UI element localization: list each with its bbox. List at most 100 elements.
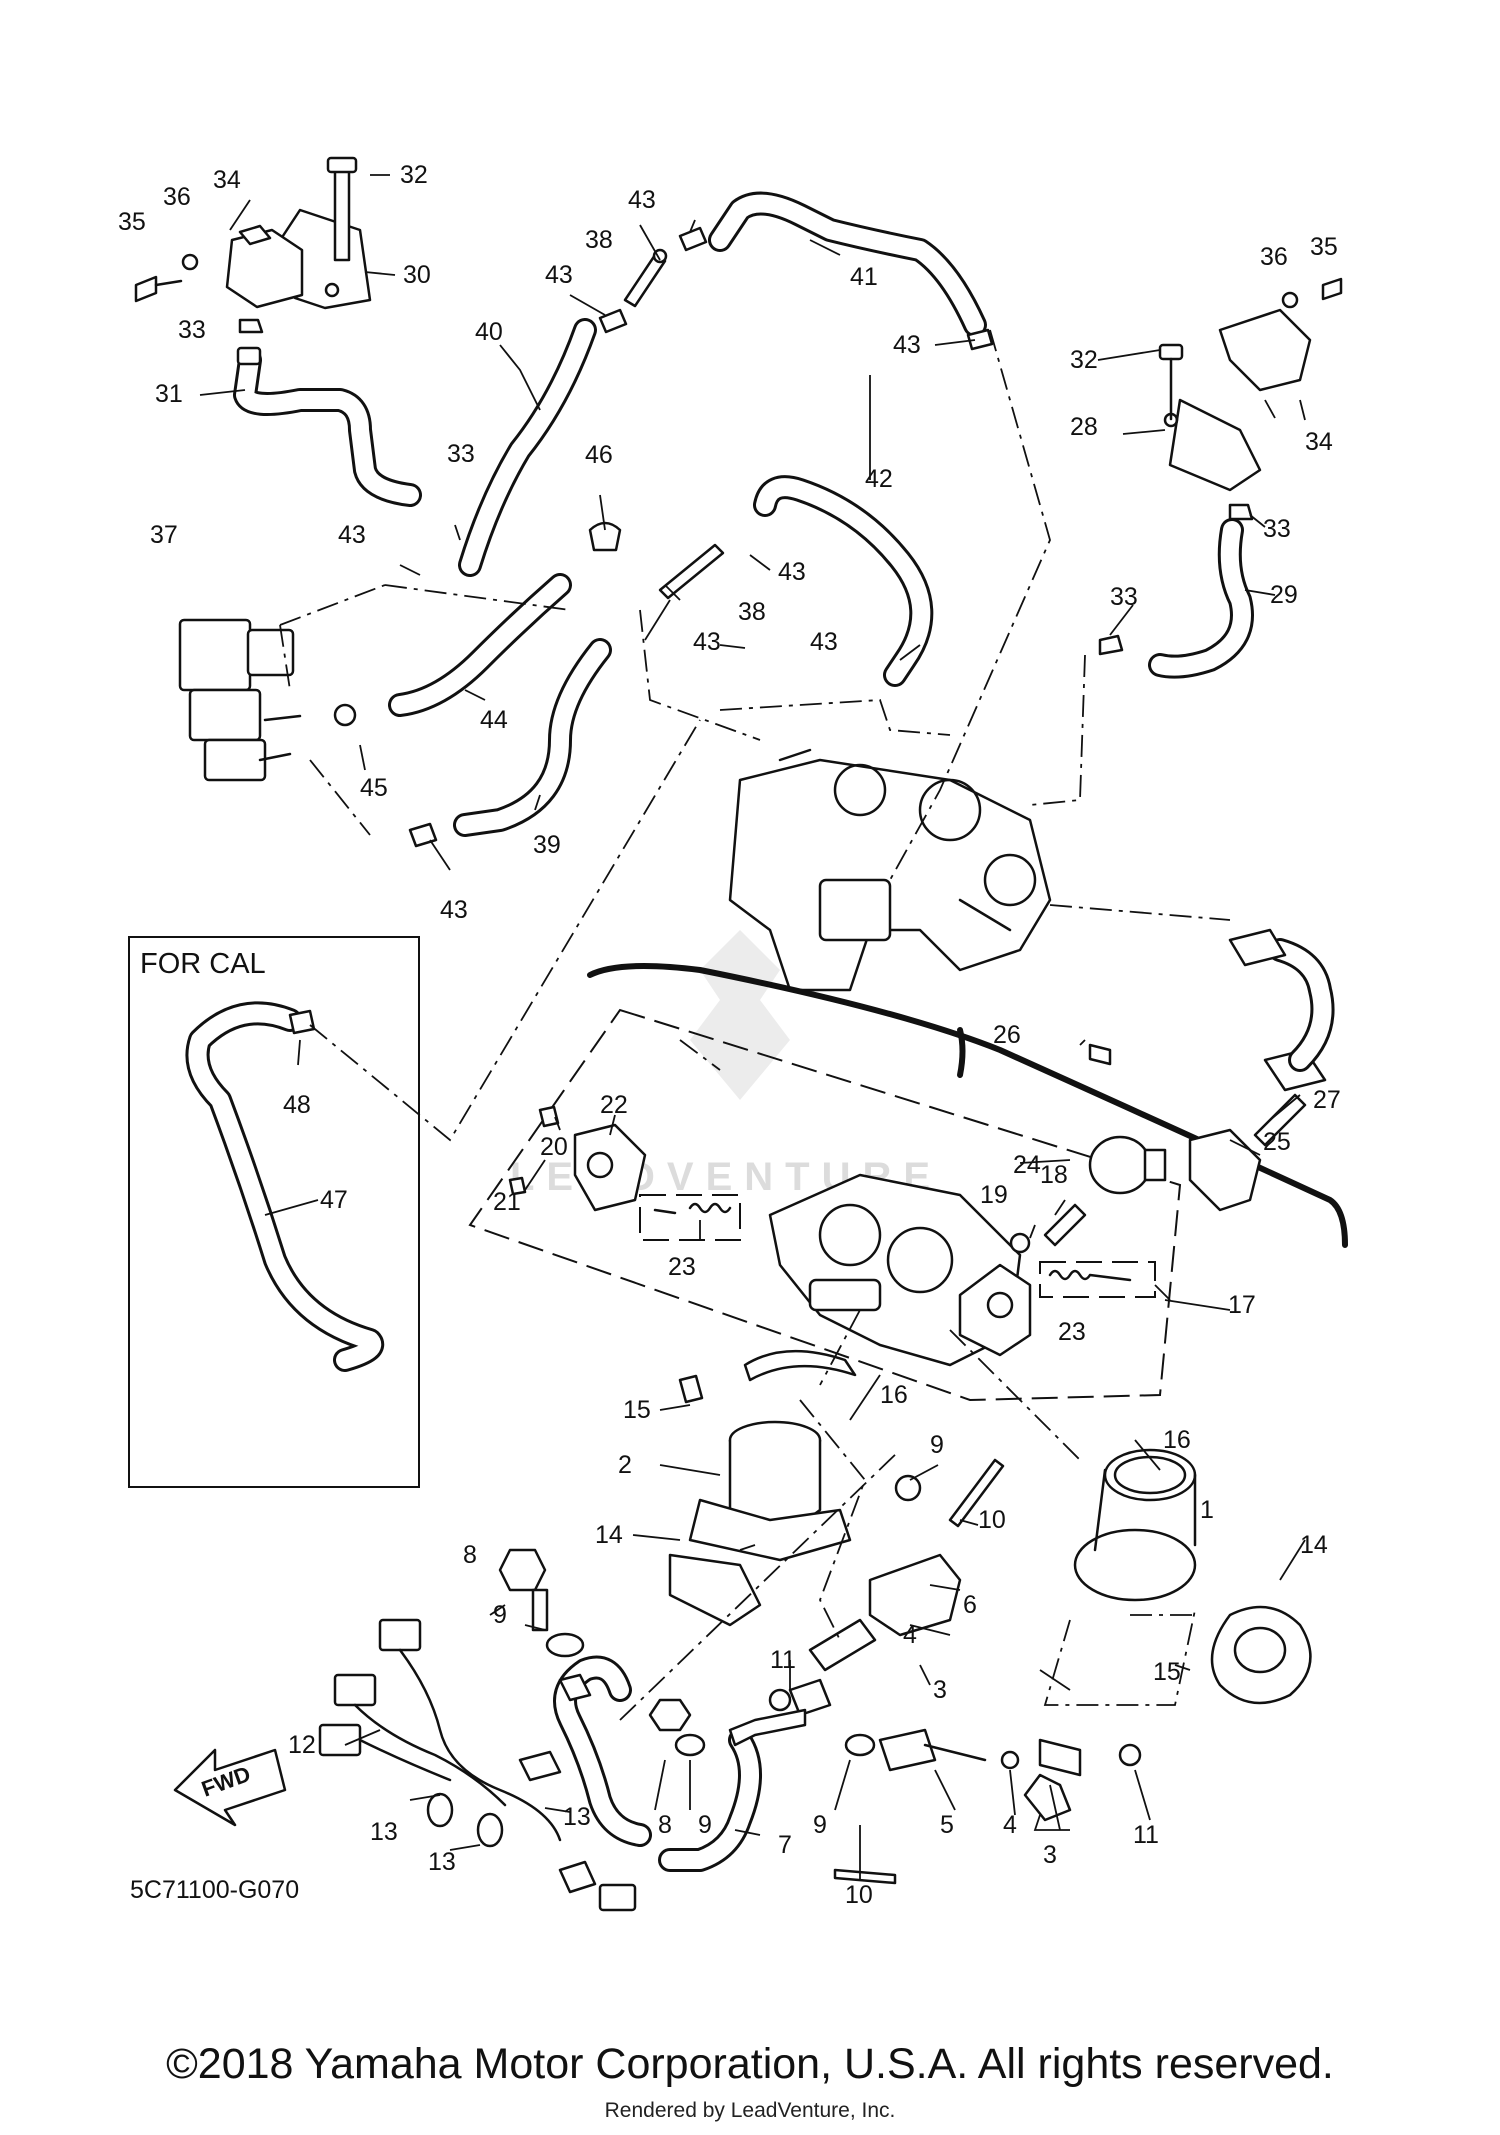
callout-23a: 23: [668, 1253, 696, 1281]
reference-lines: [279, 329, 1231, 1721]
callout-45: 45: [360, 774, 388, 802]
callout-21: 21: [493, 1188, 521, 1216]
assembly-bracket-tick: [957, 1027, 966, 1078]
fuel-hose-7: [498, 1548, 876, 1872]
hose-31: [233, 346, 422, 507]
callout-36: 36: [163, 183, 191, 211]
callout-19: 19: [980, 1181, 1008, 1209]
callout-16a: 16: [880, 1381, 908, 1409]
hose-47: [185, 1001, 385, 1372]
callout-2: 2: [618, 1451, 632, 1479]
callout-1: 1: [1200, 1496, 1214, 1524]
callout-7: 7: [778, 1831, 792, 1859]
throttle-body-upper: [728, 748, 1052, 992]
callout-35r: 35: [1310, 233, 1338, 261]
sensor-bracket-left: [134, 156, 372, 310]
callout-9a: 9: [930, 1431, 944, 1459]
callout-25: 25: [1263, 1128, 1291, 1156]
sub-outline-23-left: [639, 1194, 741, 1241]
assembly-outline-17: [468, 1008, 1182, 1402]
sub-outline-23-right: [1039, 1261, 1156, 1298]
hose-41: [708, 191, 987, 337]
callout-4b: 4: [1003, 1811, 1017, 1839]
callout-26: 26: [993, 1021, 1021, 1049]
callout-27: 27: [1313, 1086, 1341, 1114]
callout-29: 29: [1270, 581, 1298, 609]
callout-14a: 14: [595, 1521, 623, 1549]
callout-43c: 43: [893, 331, 921, 359]
callout-40: 40: [475, 318, 503, 346]
callout-38b: 38: [738, 598, 766, 626]
callout-24: 24: [1013, 1151, 1041, 1179]
callouts: 32 34 36 35 30 33 31 40 33 43 38 43 41 4…: [118, 161, 1341, 1909]
assembly-bracket: [587, 963, 1348, 1248]
clip-46: [588, 521, 622, 552]
callout-33r: 33: [1263, 515, 1291, 543]
callout-38a: 38: [585, 226, 613, 254]
callout-10a: 10: [978, 1506, 1006, 1534]
copyright-text: ©2018 Yamaha Motor Corporation, U.S.A. A…: [166, 2040, 1334, 2088]
callout-8b: 8: [658, 1811, 672, 1839]
callout-30: 30: [403, 261, 431, 289]
callout-18: 18: [1040, 1161, 1068, 1189]
callout-13a: 13: [370, 1818, 398, 1846]
callout-34r: 34: [1305, 428, 1333, 456]
callout-28: 28: [1070, 413, 1098, 441]
hose-29: [1148, 518, 1254, 679]
callout-15a: 15: [623, 1396, 651, 1424]
callout-48: 48: [283, 1091, 311, 1119]
intake-joint-2: [668, 1374, 852, 1627]
callout-33r2: 33: [1110, 583, 1138, 611]
callout-15b: 15: [1153, 1658, 1181, 1686]
callout-13b: 13: [563, 1803, 591, 1831]
intake-joint-1: [1073, 1448, 1312, 1705]
callout-43e: 43: [778, 558, 806, 586]
callout-4a: 4: [903, 1621, 917, 1649]
callout-42: 42: [865, 465, 893, 493]
callout-3a: 3: [933, 1676, 947, 1704]
callout-10b: 10: [845, 1881, 873, 1909]
callout-32r: 32: [1070, 346, 1098, 374]
callout-3b: 3: [1043, 1841, 1057, 1869]
callout-47: 47: [320, 1186, 348, 1214]
hose-42: [753, 475, 934, 687]
callout-11b: 11: [1133, 1821, 1159, 1849]
callout-17: 17: [1228, 1291, 1256, 1319]
hose-40: [458, 318, 597, 577]
injector-parts: [768, 1458, 1142, 1885]
callout-31: 31: [155, 380, 183, 408]
callout-6: 6: [963, 1591, 977, 1619]
inset-label: FOR CAL: [140, 948, 266, 980]
for-cal-inset: FOR CAL: [128, 936, 420, 1488]
callout-43a: 43: [628, 186, 656, 214]
callout-9c: 9: [698, 1811, 712, 1839]
callout-43h: 43: [440, 896, 468, 924]
clip-33-a: [238, 318, 264, 334]
callout-34: 34: [213, 166, 241, 194]
callout-44: 44: [480, 706, 508, 734]
callout-41: 41: [850, 263, 878, 291]
callout-32: 32: [400, 161, 428, 189]
callout-16b: 16: [1163, 1426, 1191, 1454]
diagram-code: 5C71100-G070: [130, 1876, 300, 1904]
callout-43g: 43: [810, 628, 838, 656]
callout-8a: 8: [463, 1541, 477, 1569]
callout-22: 22: [600, 1091, 628, 1119]
hose-39: [453, 638, 612, 837]
callout-33b: 33: [447, 440, 475, 468]
rendered-by-text: Rendered by LeadVenture, Inc.: [604, 2099, 896, 2122]
callout-12: 12: [288, 1731, 316, 1759]
callout-46: 46: [585, 441, 613, 469]
wire-harness-12: [318, 1618, 637, 1912]
callout-14b: 14: [1300, 1531, 1328, 1559]
callout-13c: 13: [428, 1848, 456, 1876]
callout-43f: 43: [693, 628, 721, 656]
callout-9d: 9: [813, 1811, 827, 1839]
callout-43d: 43: [338, 521, 366, 549]
callout-11a: 11: [770, 1646, 796, 1674]
pressure-parts-right: [1088, 928, 1335, 1212]
callout-39: 39: [533, 831, 561, 859]
callout-9b: 9: [493, 1601, 507, 1629]
solenoid-valve-37: [178, 618, 357, 782]
